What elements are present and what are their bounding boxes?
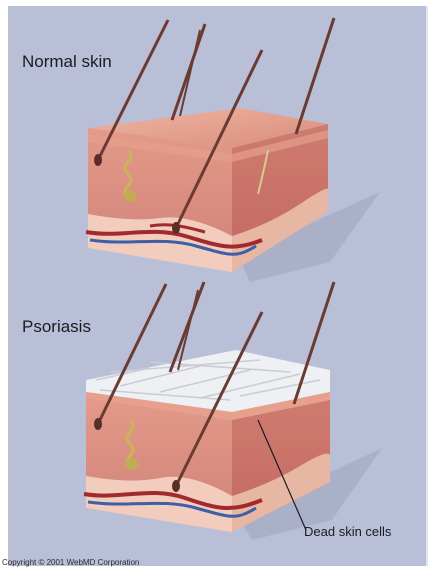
copyright-notice: Copyright © 2001 WebMD Corporation <box>2 558 139 567</box>
psoriasis-skin-block <box>84 282 382 540</box>
psoriasis-label: Psoriasis <box>22 317 91 337</box>
dead-skin-cells-label: Dead skin cells <box>304 524 391 539</box>
normal-skin-block <box>86 18 380 282</box>
hair-3 <box>180 30 200 116</box>
hair-5 <box>296 18 334 134</box>
hair-8 <box>178 290 198 370</box>
hair-2 <box>172 24 205 120</box>
normal-skin-label: Normal skin <box>22 52 112 72</box>
